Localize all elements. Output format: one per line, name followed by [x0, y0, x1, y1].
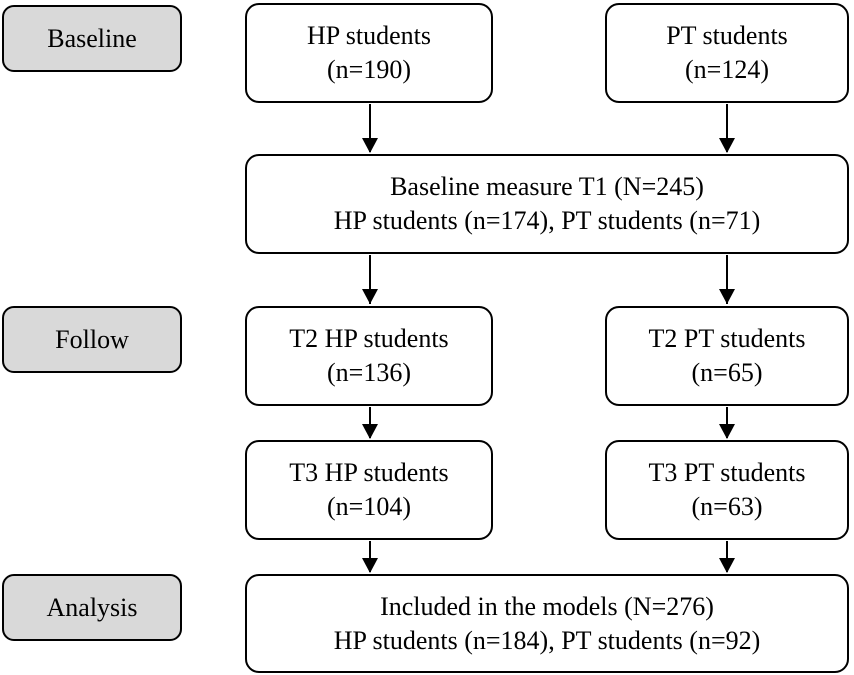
baseline-measure-title: Baseline measure T1 (N=245): [390, 172, 704, 201]
t3-pt-box: T3 PT students (n=63): [605, 440, 849, 540]
t2-hp-box: T2 HP students (n=136): [245, 306, 493, 406]
pt-students-title: PT students: [666, 21, 788, 50]
t3-pt-title: T3 PT students: [648, 458, 806, 487]
stage-baseline: Baseline: [2, 5, 182, 72]
included-models-detail: HP students (n=184), PT students (n=92): [333, 625, 761, 655]
baseline-measure-detail: HP students (n=174), PT students (n=71): [333, 206, 761, 235]
stage-follow: Follow: [2, 306, 182, 373]
hp-students-title: HP students: [307, 21, 431, 50]
included-models-box: Included in the models (N=276) HP studen…: [245, 574, 849, 673]
t2-pt-count: (n=65): [691, 358, 763, 387]
stage-analysis: Analysis: [2, 574, 182, 641]
baseline-measure-box: Baseline measure T1 (N=245) HP students …: [245, 154, 849, 254]
included-models-title: Included in the models (N=276): [380, 591, 714, 621]
pt-students-count: (n=124): [685, 55, 769, 84]
stage-baseline-label: Baseline: [47, 23, 137, 53]
hp-students-count: (n=190): [327, 55, 411, 84]
stage-follow-label: Follow: [55, 324, 129, 354]
t2-pt-box: T2 PT students (n=65): [605, 306, 849, 406]
pt-students-box: PT students (n=124): [605, 3, 849, 103]
t3-hp-title: T3 HP students: [289, 458, 449, 487]
t2-hp-count: (n=136): [327, 358, 411, 387]
t3-pt-count: (n=63): [691, 492, 763, 521]
t2-hp-title: T2 HP students: [289, 324, 449, 353]
t3-hp-box: T3 HP students (n=104): [245, 440, 493, 540]
stage-analysis-label: Analysis: [46, 592, 138, 622]
t2-pt-title: T2 PT students: [648, 324, 806, 353]
t3-hp-count: (n=104): [327, 492, 411, 521]
hp-students-box: HP students (n=190): [245, 3, 493, 103]
